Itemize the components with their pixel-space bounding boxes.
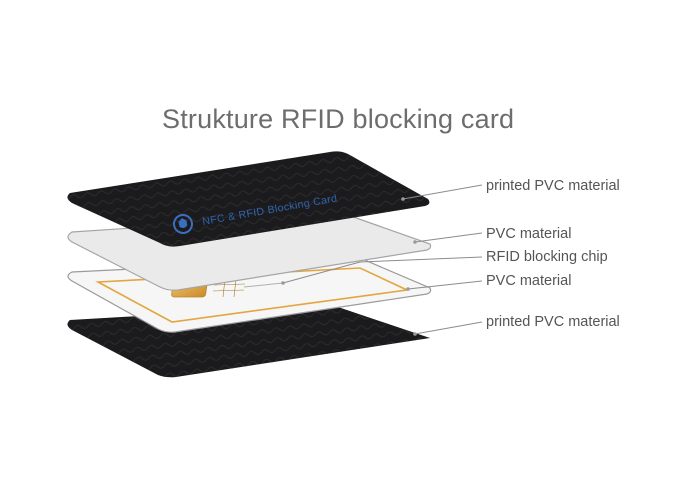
label-printed-pvc-bottom: printed PVC material: [486, 314, 620, 330]
diagram-title: Strukture RFID blocking card: [162, 104, 515, 134]
label-rfid-blocking-chip: RFID blocking chip: [486, 249, 608, 265]
shield-logo-icon: [173, 214, 193, 234]
leader-line-3: [282, 261, 361, 284]
leader-lines: [282, 184, 483, 335]
leader-dots: [281, 197, 417, 336]
leader-line-1: [402, 184, 483, 200]
layer-top-printed-pvc: NFC & RFID Blocking Card: [67, 151, 430, 247]
label-printed-pvc-top: printed PVC material: [486, 178, 620, 194]
leader-line-5: [414, 321, 483, 335]
leader-line-2: [414, 232, 483, 243]
leader-line-4: [407, 280, 483, 290]
label-pvc-upper: PVC material: [486, 226, 572, 242]
label-pvc-lower: PVC material: [486, 273, 572, 289]
